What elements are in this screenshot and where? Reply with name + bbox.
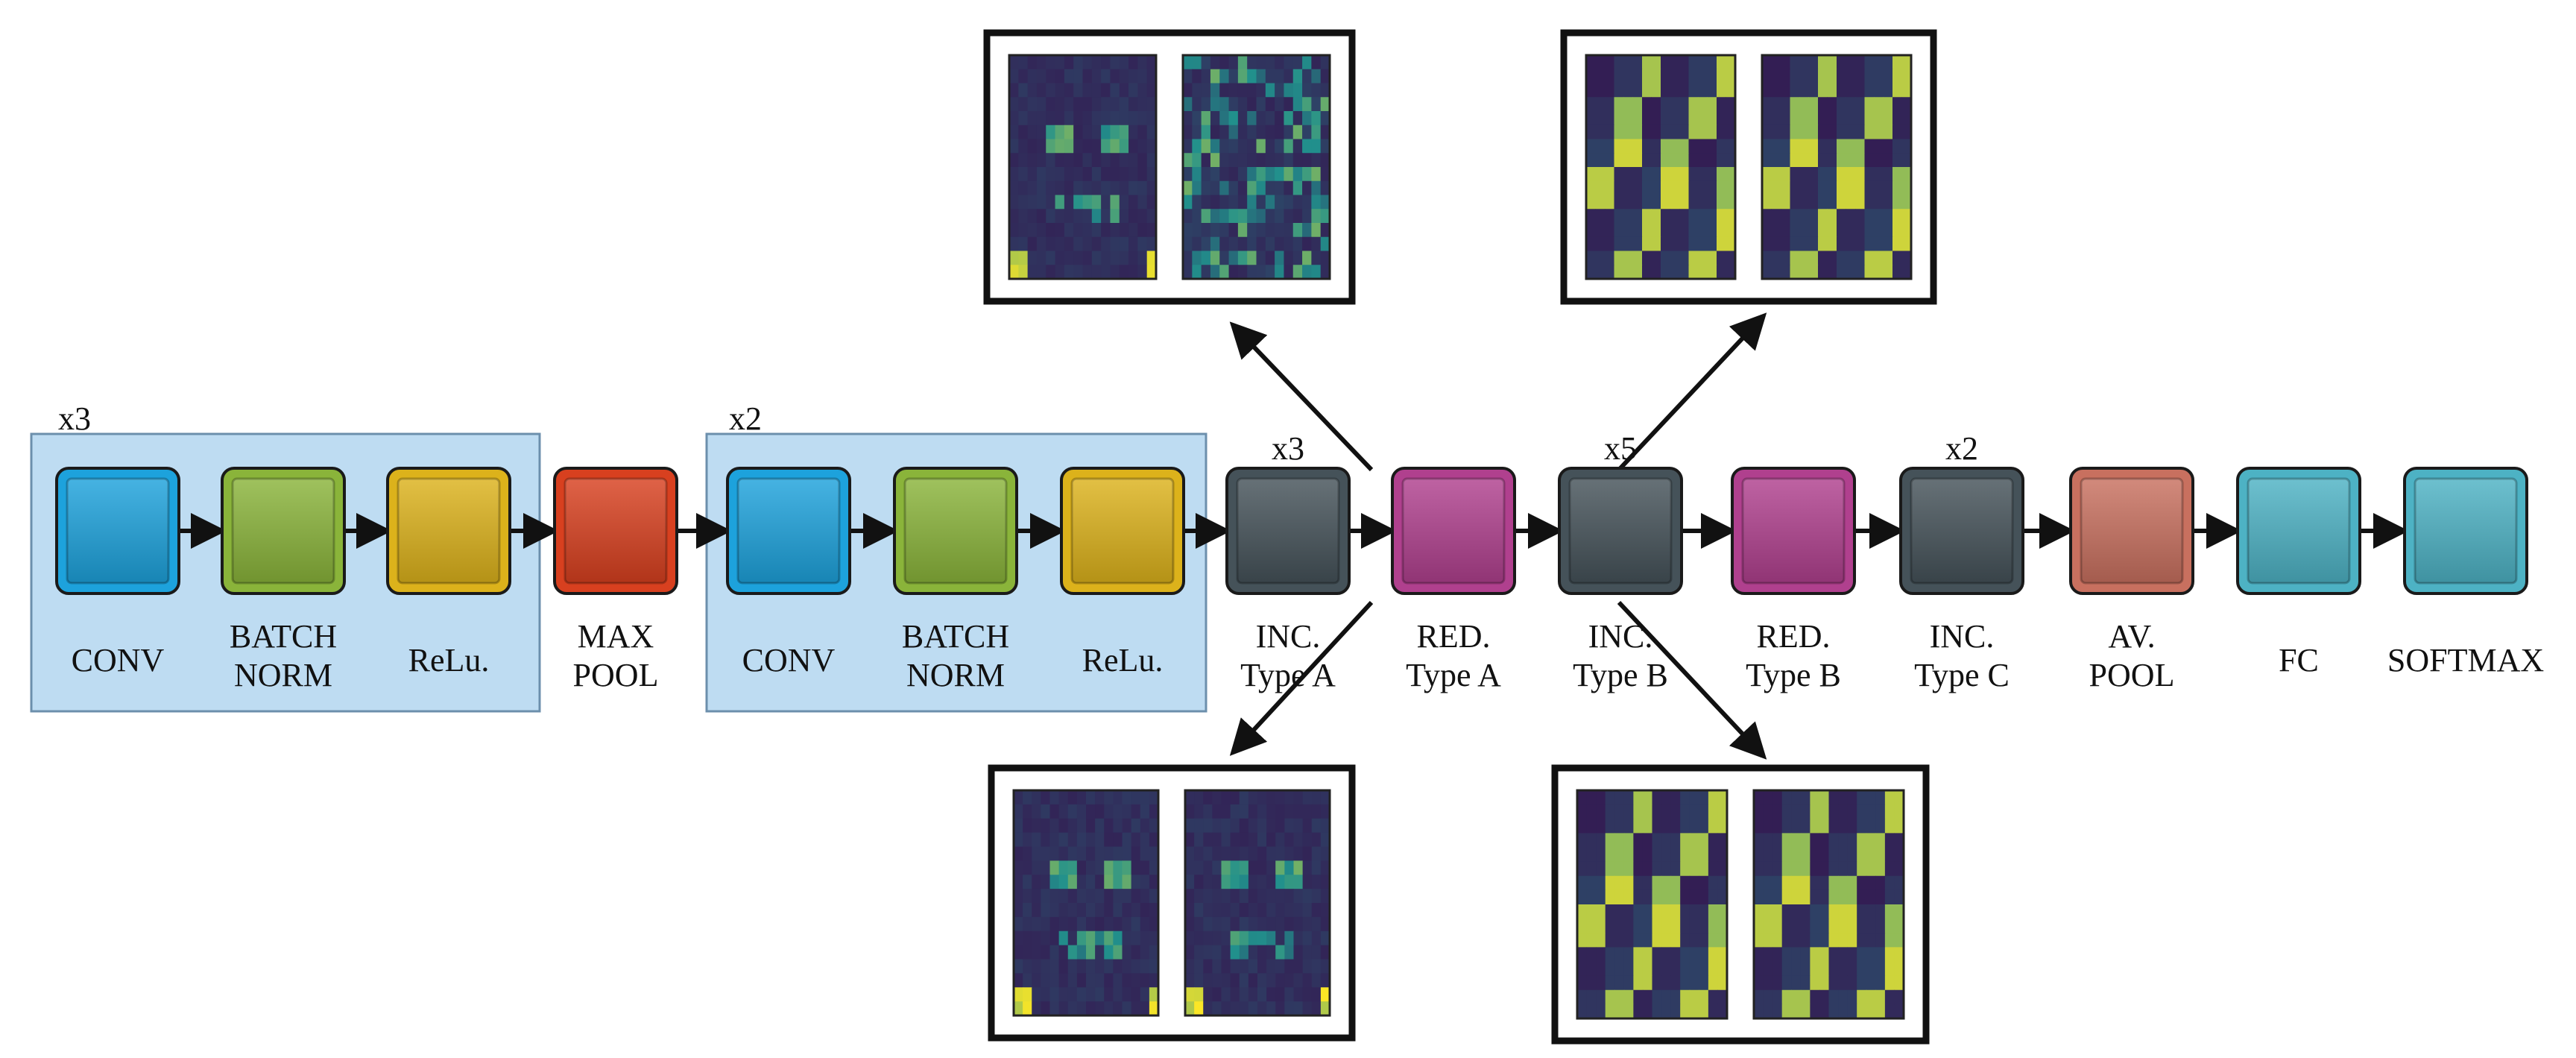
heatmap-image	[1576, 789, 1729, 1020]
layer-block	[55, 467, 180, 595]
block-label: Type A	[1240, 657, 1336, 693]
heatmap-image	[1585, 54, 1737, 280]
heatmap-image	[1761, 54, 1913, 280]
block-label: INC.	[1930, 618, 1995, 655]
layer-block	[2236, 467, 2361, 595]
block-multiplier: x5	[1604, 430, 1637, 467]
block-bevel	[397, 477, 501, 585]
feature-map-panel	[983, 29, 1356, 305]
block-label: POOL	[2089, 657, 2175, 693]
heatmap-image	[1008, 54, 1158, 280]
feature-map-panel	[988, 764, 1356, 1042]
layer-block	[1225, 467, 1351, 595]
block-bevel	[2414, 477, 2518, 585]
block-bevel	[66, 477, 170, 585]
layer-block	[2069, 467, 2194, 595]
layer-block	[1391, 467, 1516, 595]
feature-map-panel	[1560, 29, 1937, 305]
block-bevel	[1236, 477, 1340, 585]
block-bevel	[1568, 477, 1673, 585]
block-bevel	[2247, 477, 2351, 585]
block-bevel	[1741, 477, 1846, 585]
block-label: POOL	[573, 657, 659, 693]
block-label: BATCH	[230, 618, 337, 655]
branch-arrow	[1229, 600, 1374, 756]
block-label: Type B	[1573, 657, 1668, 693]
block-label: RED.	[1757, 618, 1831, 655]
block-label: Type B	[1746, 657, 1841, 693]
heatmap-image	[1181, 54, 1331, 280]
block-bevel	[903, 477, 1008, 585]
block-bevel	[1401, 477, 1506, 585]
block-label: BATCH	[902, 618, 1009, 655]
layer-block	[1060, 467, 1185, 595]
layer-block	[1899, 467, 2024, 595]
block-bevel	[1910, 477, 2014, 585]
block-label: FC	[2279, 642, 2319, 678]
block-bevel	[564, 477, 668, 585]
block-label: ReLu.	[1082, 642, 1164, 678]
block-label: SOFTMAX	[2387, 642, 2544, 678]
block-multiplier: x3	[1272, 430, 1304, 467]
branch-arrow	[1617, 600, 1767, 760]
block-label: Type A	[1406, 657, 1501, 693]
block-multiplier: x2	[1945, 430, 1978, 467]
block-label: Type C	[1914, 657, 2010, 693]
block-label: INC.	[1588, 618, 1653, 655]
layer-block	[2403, 467, 2528, 595]
block-bevel	[736, 477, 841, 585]
block-label: MAX	[578, 618, 654, 655]
block-label: NORM	[234, 657, 332, 693]
layer-block	[221, 467, 346, 595]
branch-arrow	[1617, 312, 1767, 472]
heatmap-image	[1012, 789, 1160, 1017]
layer-block	[1731, 467, 1856, 595]
block-bevel	[231, 477, 335, 585]
group-multiplier: x3	[58, 400, 91, 437]
block-label: INC.	[1256, 618, 1321, 655]
block-label: AV.	[2108, 618, 2155, 655]
heatmap-image	[1184, 789, 1331, 1017]
layer-block	[553, 467, 678, 595]
block-label: ReLu.	[408, 642, 490, 678]
block-label: CONV	[72, 642, 165, 678]
branch-arrow	[1229, 321, 1374, 472]
layer-block	[893, 467, 1018, 595]
layer-block	[1558, 467, 1683, 595]
block-bevel	[1070, 477, 1175, 585]
feature-map-panel	[1551, 764, 1930, 1045]
heatmap-image	[1752, 789, 1905, 1020]
block-label: RED.	[1417, 618, 1491, 655]
block-label: CONV	[742, 642, 836, 678]
group-multiplier: x2	[729, 400, 762, 437]
block-label: NORM	[906, 657, 1005, 693]
block-bevel	[2080, 477, 2184, 585]
layer-block	[726, 467, 851, 595]
layer-block	[386, 467, 511, 595]
